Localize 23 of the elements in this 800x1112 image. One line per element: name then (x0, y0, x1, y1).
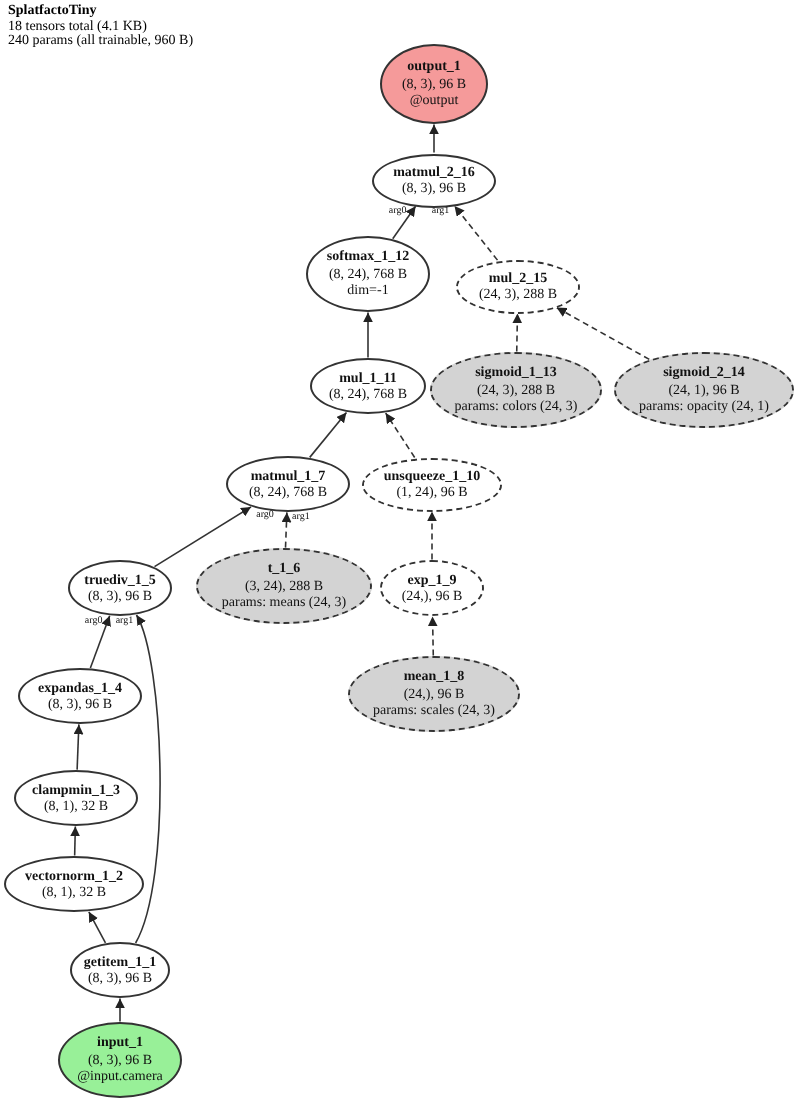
arrow (134, 614, 161, 944)
arrow (115, 997, 125, 1023)
arrow (73, 723, 84, 771)
arrow (88, 910, 107, 944)
arrow (70, 825, 81, 857)
arrow (427, 510, 437, 561)
arrow (512, 312, 523, 353)
operation-node (380, 44, 488, 124)
arrow (89, 615, 111, 669)
operation-node (70, 942, 170, 998)
operation-node (68, 560, 172, 616)
arrow (308, 411, 348, 459)
arrow (363, 311, 373, 359)
arrow (153, 506, 252, 568)
operation-node (310, 358, 426, 414)
arrow (281, 511, 292, 549)
arrow (429, 123, 439, 154)
arrow (427, 615, 438, 657)
operation-node (4, 856, 144, 912)
arrow (453, 205, 499, 261)
arrow (384, 412, 416, 459)
arrow (555, 306, 651, 361)
arrow (391, 205, 417, 240)
